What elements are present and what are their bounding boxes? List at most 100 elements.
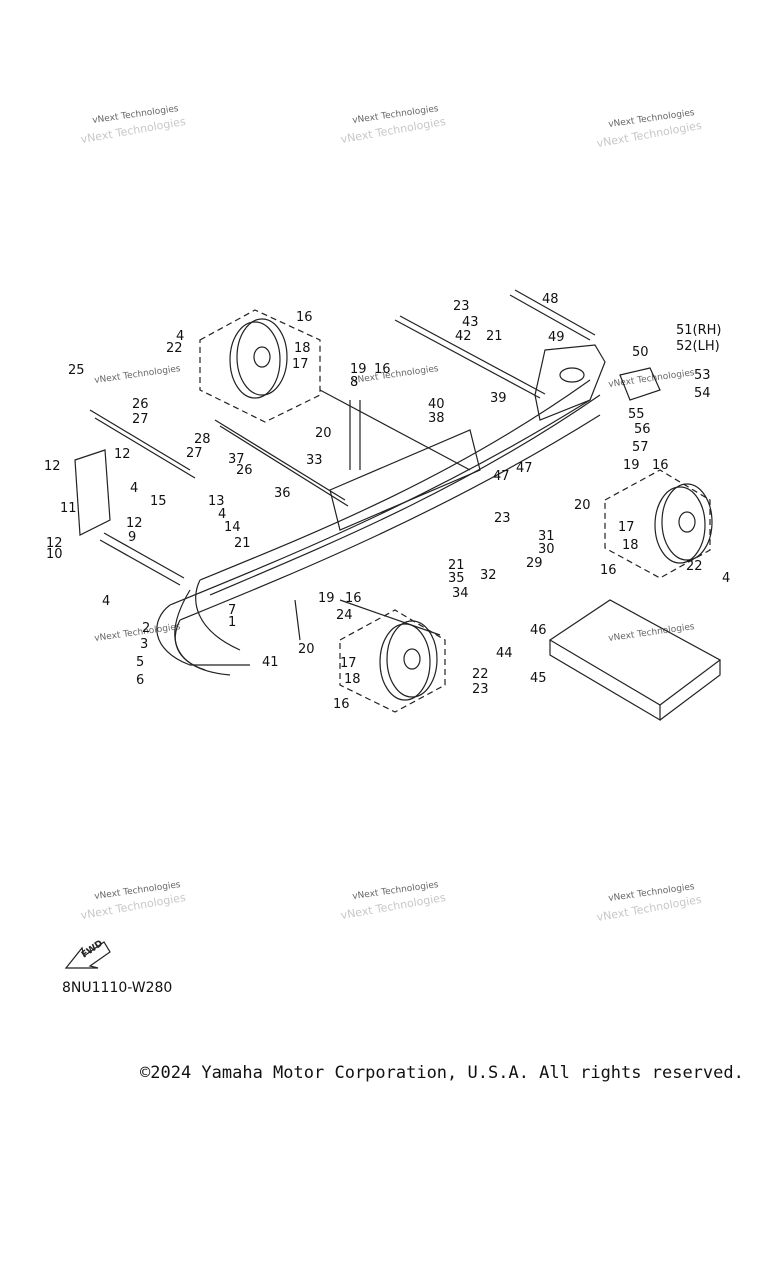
wheel-hub xyxy=(403,648,421,670)
rail-tip xyxy=(156,604,250,666)
callout-19: 19 xyxy=(318,591,335,606)
callout-27: 27 xyxy=(186,446,203,461)
idler-wheel-16 xyxy=(661,483,713,561)
callout-12: 12 xyxy=(44,459,61,474)
callout-51-rh: 51(RH) xyxy=(676,323,722,338)
callout-20: 20 xyxy=(574,498,591,513)
callout-12: 12 xyxy=(114,447,131,462)
callout-17: 17 xyxy=(340,656,357,671)
callout-16: 16 xyxy=(296,310,313,325)
callout-5: 5 xyxy=(136,655,144,670)
callout-4: 4 xyxy=(218,507,226,522)
idler-wheel-16 xyxy=(654,486,706,564)
slide-rail xyxy=(169,399,591,606)
callout-27: 27 xyxy=(132,412,149,427)
callout-48: 48 xyxy=(542,292,559,307)
callout-4: 4 xyxy=(102,594,110,609)
rail-tip xyxy=(195,579,241,651)
shaft-43 xyxy=(399,315,546,395)
shaft-37 xyxy=(214,419,346,501)
callout-43: 43 xyxy=(462,315,479,330)
callout-30: 30 xyxy=(538,542,555,557)
callout-47: 47 xyxy=(493,469,510,484)
slide-rail xyxy=(199,379,591,581)
callout-16: 16 xyxy=(600,563,617,578)
callout-18: 18 xyxy=(622,538,639,553)
callout-21: 21 xyxy=(448,558,465,573)
callout-8: 8 xyxy=(350,375,358,390)
callout-35: 35 xyxy=(448,571,465,586)
wheel-group-box xyxy=(199,309,321,423)
callout-23: 23 xyxy=(453,299,470,314)
shaft-48 xyxy=(509,294,591,341)
callout-29: 29 xyxy=(526,556,543,571)
callout-45: 45 xyxy=(530,671,547,686)
callout-57: 57 xyxy=(632,440,649,455)
callout-54: 54 xyxy=(694,386,711,401)
idler-wheel-16 xyxy=(386,620,438,698)
callout-26: 26 xyxy=(236,463,253,478)
callout-22: 22 xyxy=(472,667,489,682)
callout-38: 38 xyxy=(428,411,445,426)
callout-19: 19 xyxy=(350,362,367,377)
wheel-hub xyxy=(678,511,696,533)
callout-12: 12 xyxy=(46,536,63,551)
callout-17: 17 xyxy=(618,520,635,535)
callout-26: 26 xyxy=(132,397,149,412)
bracket-hole xyxy=(559,367,585,383)
shaft-26 xyxy=(94,417,196,479)
callout-36: 36 xyxy=(274,486,291,501)
callout-4: 4 xyxy=(130,481,138,496)
callout-4: 4 xyxy=(722,571,730,586)
callout-15: 15 xyxy=(150,494,167,509)
callout-20: 20 xyxy=(298,642,315,657)
callout-25: 25 xyxy=(68,363,85,378)
callout-10: 10 xyxy=(46,547,63,562)
callout-12: 12 xyxy=(126,516,143,531)
callout-labels: 1 2 3 4 4 4 4 4 5 6 7 8 9 10 11 12 12 12… xyxy=(44,292,730,712)
callout-53: 53 xyxy=(694,368,711,383)
shaft-43 xyxy=(394,319,541,399)
slide-block-44 xyxy=(659,660,721,721)
callout-56: 56 xyxy=(634,422,651,437)
diagram-code: 8NU1110-W280 xyxy=(62,980,173,996)
callout-2: 2 xyxy=(142,621,150,636)
callout-19: 19 xyxy=(623,458,640,473)
shaft-9 xyxy=(99,539,181,586)
callout-14: 14 xyxy=(224,520,241,535)
callout-34: 34 xyxy=(452,586,469,601)
callout-32: 32 xyxy=(480,568,497,583)
shaft-24 xyxy=(339,599,441,636)
callout-52-lh: 52(LH) xyxy=(676,339,720,354)
callout-42: 42 xyxy=(455,329,472,344)
callout-18: 18 xyxy=(344,672,361,687)
callout-6: 6 xyxy=(136,673,144,688)
callout-49: 49 xyxy=(548,330,565,345)
callout-16: 16 xyxy=(374,362,391,377)
callout-22: 22 xyxy=(686,559,703,574)
callout-17: 17 xyxy=(292,357,309,372)
callout-44: 44 xyxy=(496,646,513,661)
shaft-48 xyxy=(514,289,596,336)
callout-50: 50 xyxy=(632,345,649,360)
callout-1: 1 xyxy=(228,615,236,630)
slide-rail xyxy=(209,394,601,596)
slide-rail xyxy=(179,414,601,621)
copyright-notice: ©2024 Yamaha Motor Corporation, U.S.A. A… xyxy=(140,1063,744,1083)
callout-47: 47 xyxy=(516,461,533,476)
callout-21: 21 xyxy=(234,536,251,551)
idler-wheel-16 xyxy=(379,623,431,701)
callout-3: 3 xyxy=(140,637,148,652)
callout-20: 20 xyxy=(315,426,332,441)
front-arm-10 xyxy=(74,449,111,536)
callout-18: 18 xyxy=(294,341,311,356)
callout-16: 16 xyxy=(345,591,362,606)
callout-23: 23 xyxy=(472,682,489,697)
leader-line xyxy=(294,599,301,641)
callout-7: 7 xyxy=(228,603,236,618)
callout-41: 41 xyxy=(262,655,279,670)
callout-9: 9 xyxy=(128,530,136,545)
wheel-hub xyxy=(253,346,271,368)
callout-46: 46 xyxy=(530,623,547,638)
